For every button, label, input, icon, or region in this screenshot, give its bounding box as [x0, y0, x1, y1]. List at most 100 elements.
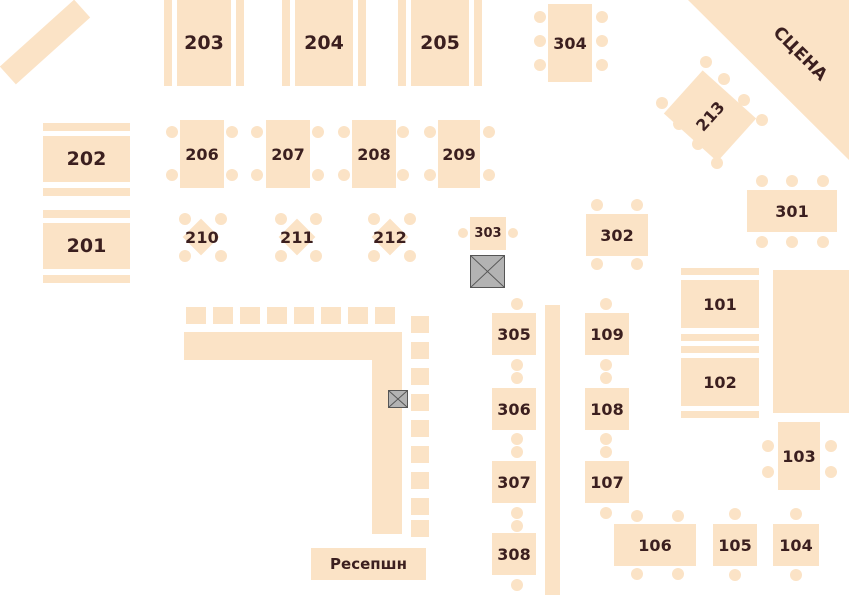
chair — [312, 169, 324, 181]
chair — [631, 199, 643, 211]
bench-205-right — [474, 0, 482, 86]
table-208[interactable]: 208 — [352, 120, 396, 188]
table-105[interactable]: 105 — [713, 524, 757, 566]
chair — [511, 579, 523, 591]
chair — [692, 138, 704, 150]
chair — [817, 175, 829, 187]
chair — [511, 298, 523, 310]
chair — [673, 118, 685, 130]
chair — [511, 507, 523, 519]
chair — [711, 157, 723, 169]
chair — [215, 250, 227, 262]
bench-101-top — [681, 268, 759, 275]
chair — [310, 250, 322, 262]
table-210-label: 210 — [185, 227, 219, 247]
table-206[interactable]: 206 — [180, 120, 224, 188]
chair — [166, 169, 178, 181]
chair — [786, 236, 798, 248]
table-301[interactable]: 301 — [747, 190, 837, 232]
chair — [338, 126, 350, 138]
bench-102-bottom — [681, 411, 759, 418]
table-308[interactable]: 308 — [492, 533, 536, 575]
chair — [596, 11, 608, 23]
chair — [368, 213, 380, 225]
chair — [825, 440, 837, 452]
bar-stool — [348, 307, 368, 324]
chair — [600, 372, 612, 384]
table-307[interactable]: 307 — [492, 461, 536, 503]
table-102[interactable]: 102 — [681, 358, 759, 406]
table-104[interactable]: 104 — [773, 524, 819, 566]
chair — [226, 169, 238, 181]
chair — [790, 569, 802, 581]
chair — [600, 298, 612, 310]
table-109[interactable]: 109 — [585, 313, 629, 355]
reception-desk[interactable]: Ресепшн — [311, 548, 426, 580]
table-209[interactable]: 209 — [438, 120, 480, 188]
chair — [251, 169, 263, 181]
table-305[interactable]: 305 — [492, 313, 536, 355]
bench-202-bottom — [43, 188, 130, 196]
bar-stool — [321, 307, 341, 324]
table-204[interactable]: 204 — [295, 0, 353, 86]
chair — [756, 175, 768, 187]
chair — [275, 250, 287, 262]
chair — [596, 59, 608, 71]
bench-204-right — [358, 0, 366, 86]
table-103[interactable]: 103 — [778, 422, 820, 490]
chair — [756, 114, 768, 126]
chair — [424, 169, 436, 181]
bench-101-bottom — [681, 334, 759, 341]
table-213-label: 213 — [691, 97, 729, 135]
chair — [368, 250, 380, 262]
bar-stool — [186, 307, 206, 324]
table-304[interactable]: 304 — [548, 4, 592, 82]
bar-stool — [267, 307, 287, 324]
pillar-icon — [388, 390, 408, 408]
chair — [656, 97, 668, 109]
chair — [596, 35, 608, 47]
bench-201-top — [43, 210, 130, 218]
bar-stool — [294, 307, 314, 324]
table-107[interactable]: 107 — [585, 461, 629, 503]
table-101[interactable]: 101 — [681, 280, 759, 328]
table-211-label: 211 — [280, 227, 314, 247]
table-203[interactable]: 203 — [177, 0, 231, 86]
chair — [397, 169, 409, 181]
chair — [534, 35, 546, 47]
bench-201-bottom — [43, 275, 130, 283]
bar-stool — [213, 307, 233, 324]
chair — [179, 213, 191, 225]
table-302[interactable]: 302 — [586, 214, 648, 256]
bar-stool — [411, 420, 429, 437]
chair — [718, 73, 730, 85]
bar-stool — [411, 498, 429, 515]
table-306[interactable]: 306 — [492, 388, 536, 430]
table-202[interactable]: 202 — [43, 136, 130, 182]
chair — [511, 433, 523, 445]
chair — [226, 126, 238, 138]
table-108[interactable]: 108 — [585, 388, 629, 430]
chair — [511, 446, 523, 458]
chair — [786, 175, 798, 187]
stage — [688, 0, 849, 160]
table-212-label: 212 — [373, 227, 407, 247]
bench-204-left — [282, 0, 290, 86]
bar-stool — [411, 446, 429, 463]
bench-202-top — [43, 123, 130, 131]
chair — [511, 520, 523, 532]
chair — [215, 213, 227, 225]
table-201[interactable]: 201 — [43, 223, 130, 269]
chair — [762, 440, 774, 452]
bar-stool — [240, 307, 260, 324]
chair — [631, 510, 643, 522]
table-106[interactable]: 106 — [614, 524, 696, 566]
chair — [631, 568, 643, 580]
bench-102-top — [681, 346, 759, 353]
table-303[interactable]: 303 — [470, 217, 506, 250]
chair — [534, 59, 546, 71]
chair — [251, 126, 263, 138]
table-207[interactable]: 207 — [266, 120, 310, 188]
table-205[interactable]: 205 — [411, 0, 469, 86]
bar-stool — [411, 472, 429, 489]
